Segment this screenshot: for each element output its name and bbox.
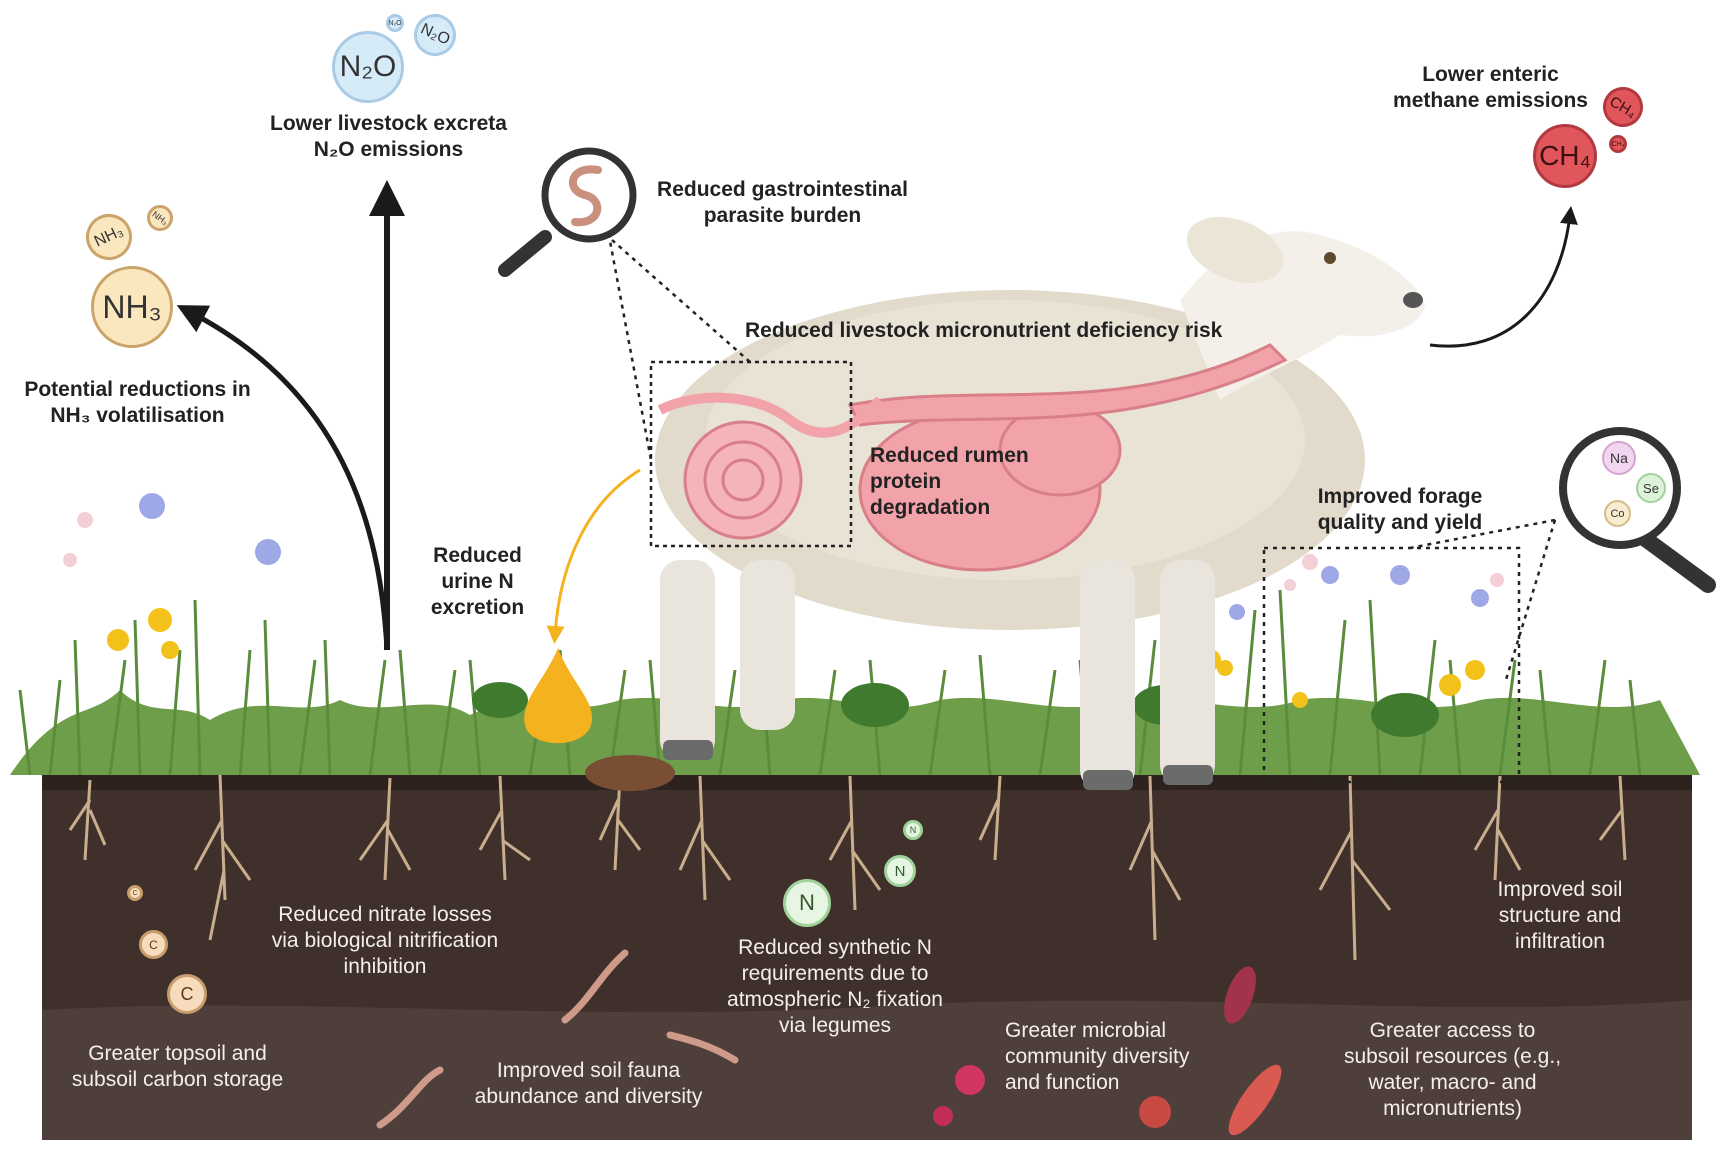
dung-icon [585,755,675,791]
label-nh3-volatilisation: Potential reductions in NH₃ volatilisati… [10,377,265,429]
label-subsoil: Greater access to subsoil resources (e.g… [1335,1018,1570,1122]
nitrogen-large-icon: N [783,879,831,927]
label-rumen: Reduced rumen protein degradation [870,443,1030,521]
ch4-small-icon: CH₄ [1609,135,1627,153]
label-urine: Reduced urine N excretion [420,543,535,621]
sodium-icon: Na [1602,441,1636,475]
label-nitrate: Reduced nitrate losses via biological ni… [270,902,500,980]
carbon-medium-icon: C [139,930,168,959]
label-methane: Lower enteric methane emissions [1378,62,1603,114]
ch4-large-icon: CH₄ [1533,124,1597,188]
carbon-large-icon: C [167,974,207,1014]
label-forage: Improved forage quality and yield [1300,484,1500,536]
selenium-icon: Se [1636,473,1666,503]
label-fauna: Improved soil fauna abundance and divers… [456,1058,721,1110]
drop-icon [524,648,592,743]
label-micronutrient: Reduced livestock micronutrient deficien… [745,318,1222,344]
label-synthetic-n: Reduced synthetic N requirements due to … [720,935,950,1039]
carbon-small-icon: C [127,885,143,901]
n2o-large-icon: N₂O [332,31,404,103]
nh3-large-icon: NH₃ [91,266,173,348]
virus-icon [955,1065,985,1095]
label-carbon: Greater topsoil and subsoil carbon stora… [70,1041,285,1093]
nitrogen-medium-icon: N [884,855,916,887]
n2o-small-icon: N₂O [386,14,404,32]
label-microbial: Greater microbial community diversity an… [1005,1018,1210,1096]
urine-arrow [555,470,640,635]
magnifier-icon [505,151,633,270]
label-parasite: Reduced gastrointestinal parasite burden [645,177,920,229]
legume-flowers [107,608,1485,708]
label-soil-structure: Improved soil structure and infiltration [1475,877,1645,955]
nitrogen-small-icon: N [903,820,923,840]
label-n2o-emissions: Lower livestock excreta N₂O emissions [266,111,511,163]
cobalt-icon: Co [1604,500,1631,527]
